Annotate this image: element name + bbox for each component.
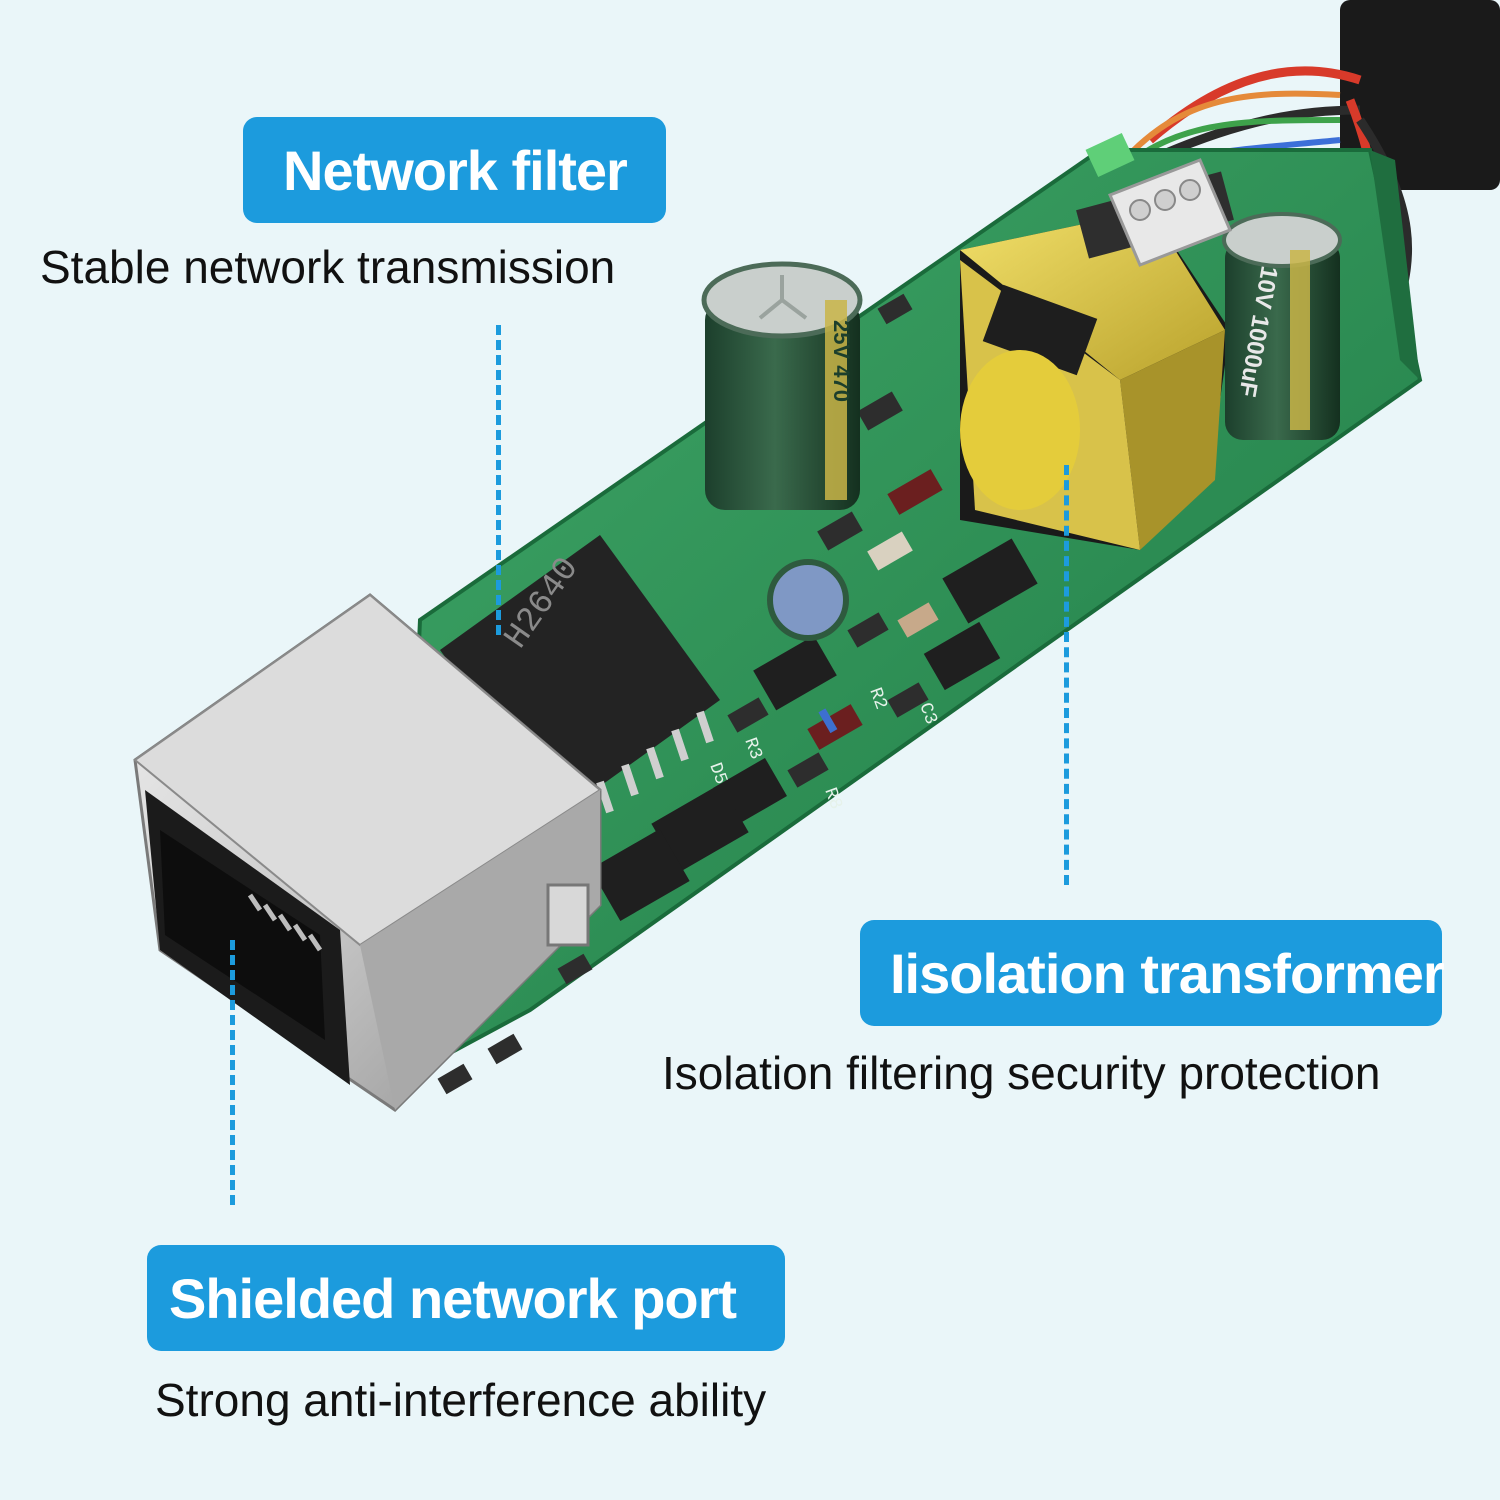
- leader-line-transformer: [1064, 465, 1069, 885]
- network-filter-caption: Stable network transmission: [40, 241, 616, 293]
- rj45-port: [133, 593, 602, 1112]
- terminal-block: [1085, 132, 1232, 267]
- smd-components: [437, 293, 939, 1095]
- diodes: [807, 469, 943, 750]
- shielded-port-caption: Strong anti-interference ability: [155, 1374, 767, 1426]
- capacitor-left: 25V 470: [701, 261, 863, 510]
- mounting-hole: [767, 559, 849, 641]
- isolation-transformer-caption: Isolation filtering security protection: [662, 1047, 1381, 1099]
- leader-line-shielded-port: [230, 940, 235, 1205]
- capacitor-right: 10V 1000uF: [1222, 212, 1342, 440]
- isolation-transformer-title: Iisolation transformer: [890, 941, 1445, 1005]
- capacitor-left-marking: 25V 470: [829, 320, 854, 402]
- shielded-port-title: Shielded network port: [169, 1266, 737, 1330]
- leader-line-network-filter: [496, 325, 501, 635]
- transistors: [590, 538, 1038, 921]
- shielded-port-badge: Shielded network port: [147, 1245, 785, 1351]
- network-filter-title: Network filter: [283, 138, 628, 202]
- network-filter-badge: Network filter: [243, 117, 666, 223]
- isolation-transformer-badge: Iisolation transformer: [860, 920, 1445, 1026]
